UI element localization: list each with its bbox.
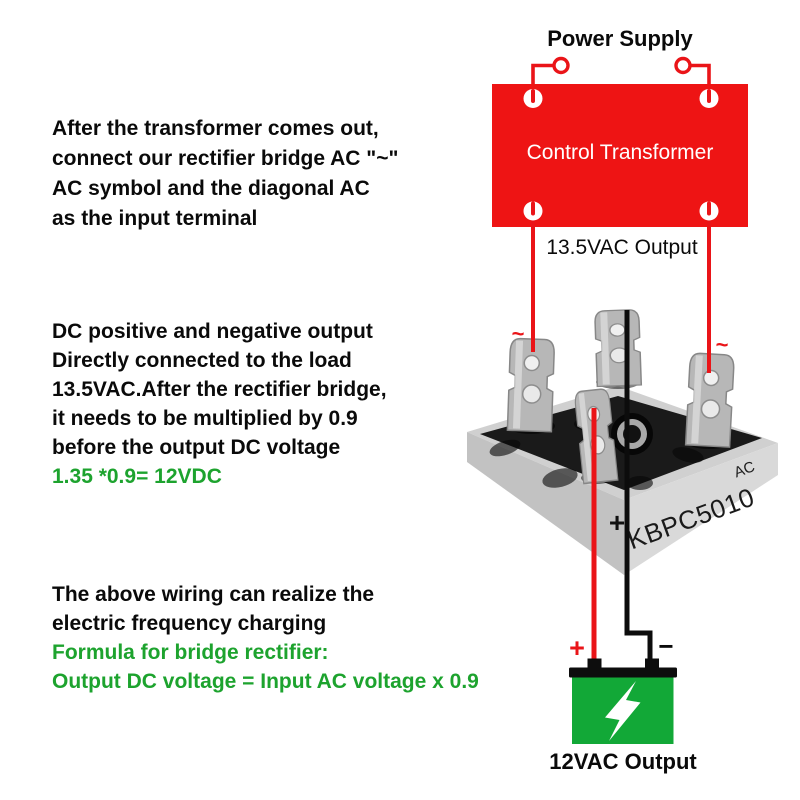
bridge-rectifier: AC KBPC5010 +: [467, 310, 778, 575]
ac-symbol-right: ~: [716, 332, 729, 357]
power-supply-terminal-right: [674, 56, 692, 75]
battery-post-negative: [645, 658, 659, 669]
wires: [531, 220, 711, 662]
rectifier-plus-marking: +: [609, 507, 625, 538]
annotation-line: before the output DC voltage: [52, 436, 341, 459]
mold-mark: [542, 468, 578, 488]
transformer-output-label: 13.5VAC Output: [546, 236, 698, 259]
rectifier-ac-marking: AC: [732, 458, 758, 481]
mounting-hole-ring: [611, 413, 653, 455]
annotation-line: Directly connected to the load: [52, 349, 352, 372]
battery-top-bar: [569, 667, 677, 678]
annotation-line: 13.5VAC.After the rectifier bridge,: [52, 378, 387, 401]
transformer-label: Control Transformer: [527, 141, 714, 164]
battery: [569, 658, 677, 744]
annotation-line: as the input terminal: [52, 207, 258, 230]
annotation-line: DC positive and negative output: [52, 320, 373, 343]
control-transformer: [492, 56, 748, 227]
battery-minus-label: −: [658, 631, 673, 661]
annotation-formula-title: Formula for bridge rectifier:: [52, 641, 329, 664]
mold-mark: [627, 476, 653, 490]
labels: Power Supply Control Transformer 13.5VAC…: [512, 26, 729, 774]
annotation-formula-12vdc: 1.35 *0.9= 12VDC: [52, 465, 222, 488]
annotation-formula-line: Output DC voltage = Input AC voltage x 0…: [52, 670, 479, 693]
mold-mark: [672, 447, 704, 463]
battery-post-positive: [587, 658, 602, 669]
battery-plus-label: +: [569, 633, 585, 663]
ac-terminal-rear: [595, 310, 642, 387]
battery-output-label: 12VAC Output: [549, 749, 697, 774]
annotation-line: electric frequency charging: [52, 612, 327, 635]
ac-symbol-left: ~: [512, 321, 525, 346]
annotation-block-dc-output: DC positive and negative output Directly…: [52, 317, 387, 491]
annotation-block-input-terminal: After the transformer comes out, connect…: [52, 114, 398, 234]
mold-mark: [489, 439, 521, 457]
power-supply-terminal-left: [552, 56, 570, 75]
rectifier-right-face: [624, 443, 778, 575]
annotation-line: it needs to be multiplied by 0.9: [52, 407, 358, 430]
annotation-line: The above wiring can realize the: [52, 583, 375, 606]
annotation-line: connect our rectifier bridge AC "~": [52, 147, 399, 170]
dc-negative-wire: [624, 310, 653, 662]
rectifier-left-face: [467, 432, 624, 575]
power-supply-label: Power Supply: [547, 26, 693, 51]
annotation-line: After the transformer comes out,: [52, 117, 379, 140]
ac-terminal-left: [507, 338, 554, 431]
lightning-bolt-icon: [605, 681, 641, 741]
annotation-block-charging-formula: The above wiring can realize the electri…: [52, 580, 479, 696]
annotation-line: AC symbol and the diagonal AC: [52, 177, 370, 200]
